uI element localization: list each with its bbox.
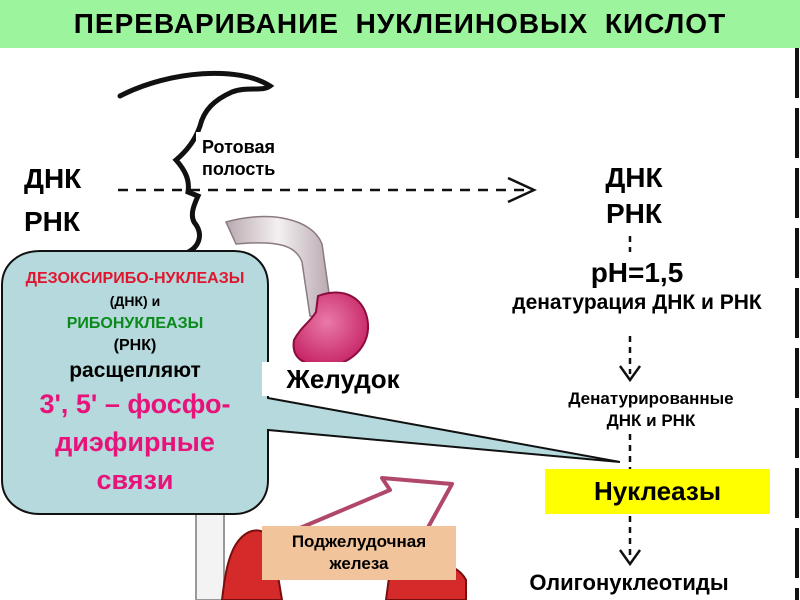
callout-ribonucleases: РИБОНУКЛЕАЗЫ [66, 315, 204, 332]
callout-bonds-line2: диэфирные [55, 427, 215, 457]
oral-cavity-label: Ротовая полость [196, 132, 368, 182]
pancreas-label: Поджелудочная железа [262, 526, 456, 580]
right-dnk-label: ДНК [605, 162, 663, 193]
callout-dnk-and: (ДНК) и [109, 293, 161, 309]
ph-value: pH=1,5 [590, 257, 684, 288]
pancreas-line2: железа [329, 554, 389, 573]
callout-bubble [1, 250, 621, 515]
dashed-arrow-head [507, 176, 537, 204]
stomach-shape [292, 291, 370, 368]
arrow-head-1 [618, 365, 642, 383]
nucleases-label: Нуклеазы [545, 469, 770, 514]
callout-cleave: расщепляют [69, 359, 201, 382]
callout-deoxyribonucleases: ДЕЗОКСИРИБО-НУКЛЕАЗЫ [25, 270, 245, 287]
pancreas-line1: Поджелудочная [291, 532, 427, 551]
right-rnk-label: РНК [606, 198, 662, 229]
denaturation-text: денатурация ДНК и РНК [512, 291, 762, 314]
stomach-conditions: pH=1,5 денатурация ДНК и РНК [488, 252, 786, 336]
title-bar: ПЕРЕВАРИВАНИЕ НУКЛЕИНОВЫХ КИСЛОТ [0, 0, 800, 48]
callout-bonds-line3: связи [96, 465, 174, 495]
right-nucleic-labels: ДНК РНК [588, 156, 680, 232]
denatured-line1: Денатурированные [568, 389, 734, 408]
page-title: ПЕРЕВАРИВАНИЕ НУКЛЕИНОВЫХ КИСЛОТ [73, 8, 727, 39]
denatured-label: Денатурированные ДНК и РНК [512, 382, 790, 434]
stomach-label: Желудок [262, 362, 424, 396]
callout-bonds-line1: 3', 5' – фосфо- [39, 389, 231, 419]
oral-cavity-line2: полость [202, 159, 276, 179]
oral-cavity-line1: Ротовая [202, 137, 276, 157]
left-rnk-label: РНК [14, 202, 112, 242]
callout-text: ДЕЗОКСИРИБО-НУКЛЕАЗЫ (ДНК) и РИБОНУКЛЕАЗ… [2, 250, 268, 514]
intestine-tube [195, 499, 225, 600]
denatured-line2: ДНК и РНК [606, 411, 696, 430]
left-dnk-label: ДНК [14, 158, 112, 200]
arrow-head-2 [618, 549, 642, 567]
oligonucleotides-label: Олигонуклеотиды [496, 566, 762, 600]
callout-rnk: (РНК) [113, 337, 157, 354]
